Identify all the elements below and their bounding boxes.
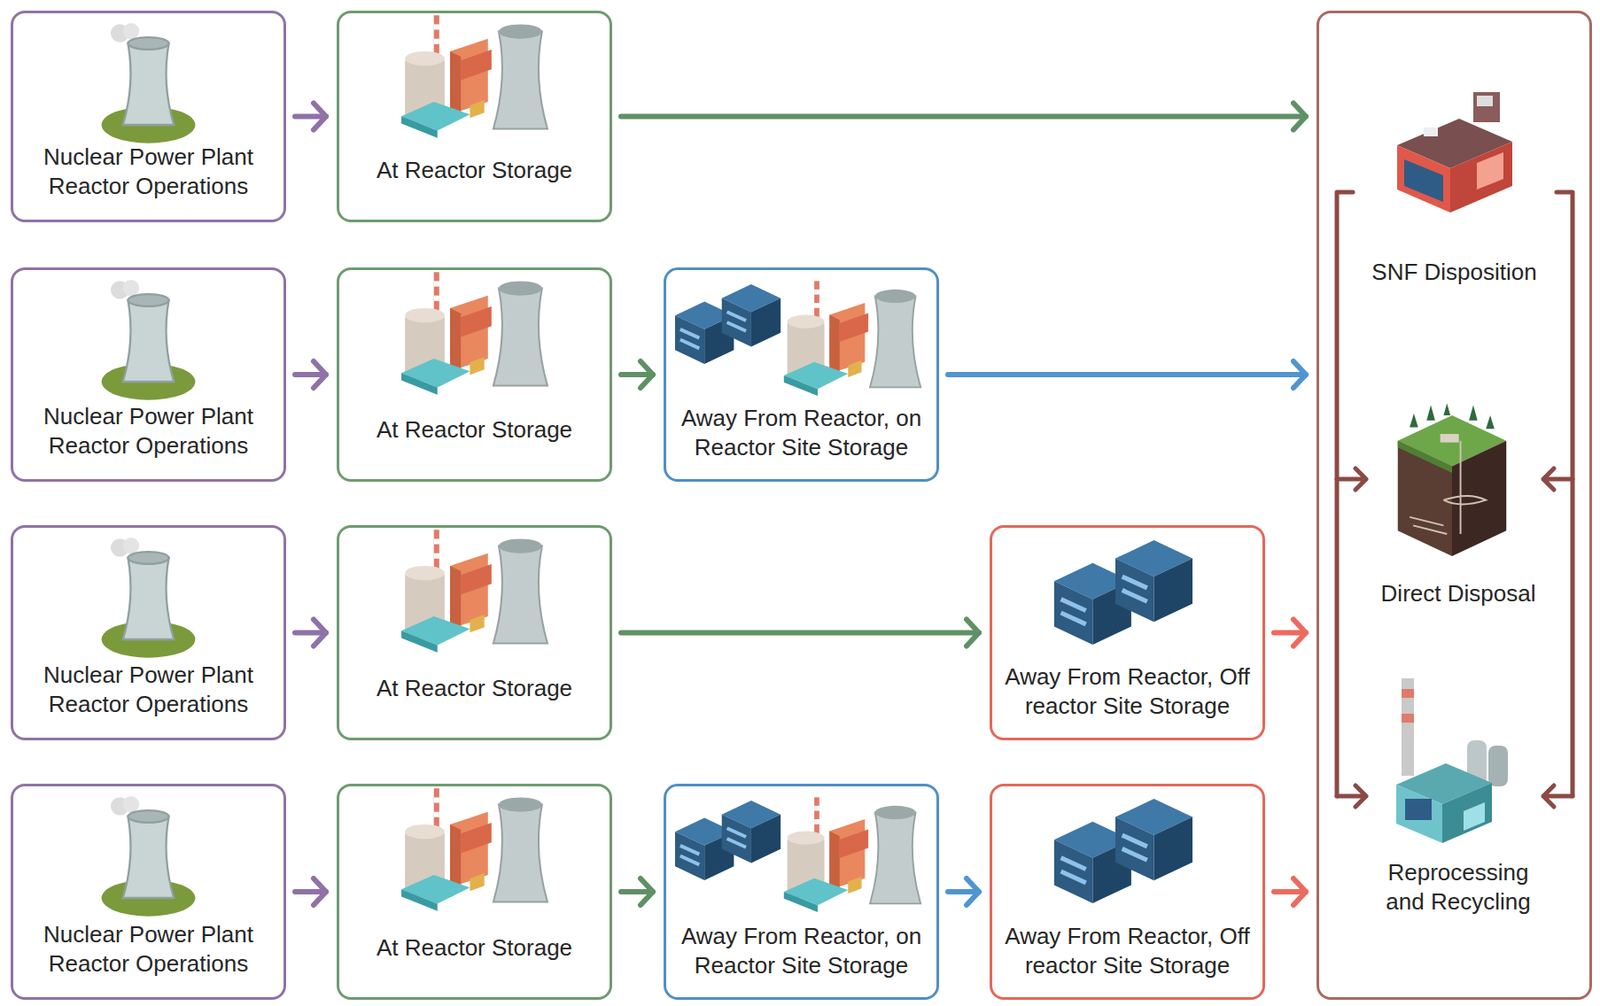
disposition-panel: SNF DispositionDirect DisposalReprocessi… <box>1316 10 1593 1001</box>
box-label: Nuclear Power Plant Reactor Operations <box>22 660 275 719</box>
box-label: At Reactor Storage <box>376 155 573 186</box>
storage-box: Away From Reactor, on Reactor Site Stora… <box>663 784 940 1001</box>
storage-box: At Reactor Storage <box>336 10 613 223</box>
option-box: Reprocessing and Recycling <box>1374 673 1543 922</box>
flow-arrow <box>295 361 327 389</box>
box-label: Nuclear Power Plant Reactor Operations <box>22 920 275 979</box>
box-label: At Reactor Storage <box>376 674 573 704</box>
option-box: Direct Disposal <box>1360 380 1556 614</box>
reprocessing-plant-icon <box>1396 678 1508 844</box>
flow-arrow <box>947 878 979 906</box>
box-label: Nuclear Power Plant Reactor Operations <box>22 402 275 460</box>
storage-box: Away From Reactor, on Reactor Site Stora… <box>663 267 940 482</box>
reactor-box: Nuclear Power Plant Reactor Operations <box>10 10 287 223</box>
flow-arrow <box>621 103 1306 131</box>
flow-arrow <box>621 878 653 906</box>
box-label: Reprocessing and Recycling <box>1382 858 1534 917</box>
flow-arrow <box>947 361 1306 389</box>
plant-icon <box>401 15 921 913</box>
reactor-box: Nuclear Power Plant Reactor Operations <box>10 267 287 482</box>
box-label: At Reactor Storage <box>376 933 573 964</box>
reactor-box: Nuclear Power Plant Reactor Operations <box>10 525 287 741</box>
storage-box: At Reactor Storage <box>336 267 613 482</box>
box-label: Away From Reactor, on Reactor Site Stora… <box>675 922 928 980</box>
storage-box: At Reactor Storage <box>336 525 613 741</box>
panel-heading: SNF Disposition <box>1319 257 1590 288</box>
flow-arrow <box>1273 620 1306 647</box>
reactor-box: Nuclear Power Plant Reactor Operations <box>10 784 287 1001</box>
flow-arrow <box>1273 878 1306 906</box>
box-label: At Reactor Storage <box>376 415 573 445</box>
box-label: Direct Disposal <box>1381 579 1537 609</box>
flow-arrow <box>621 361 653 389</box>
storage-box: Away From Reactor, Off reactor Site Stor… <box>989 525 1266 741</box>
repository-icon <box>1398 403 1507 557</box>
storage-box: Away From Reactor, Off reactor Site Stor… <box>989 784 1266 1001</box>
flow-arrow <box>295 878 327 906</box>
flow-arrow <box>295 620 327 647</box>
box-label: Away From Reactor, Off reactor Site Stor… <box>1001 662 1254 721</box>
box-label: Away From Reactor, on Reactor Site Stora… <box>675 403 928 462</box>
flow-arrow <box>621 620 979 647</box>
box-label: Away From Reactor, Off reactor Site Stor… <box>1001 922 1254 980</box>
storage-box: At Reactor Storage <box>336 784 613 1001</box>
box-label: Nuclear Power Plant Reactor Operations <box>22 142 275 201</box>
flow-arrow <box>295 103 327 131</box>
disposition-building-icon <box>1397 92 1513 213</box>
